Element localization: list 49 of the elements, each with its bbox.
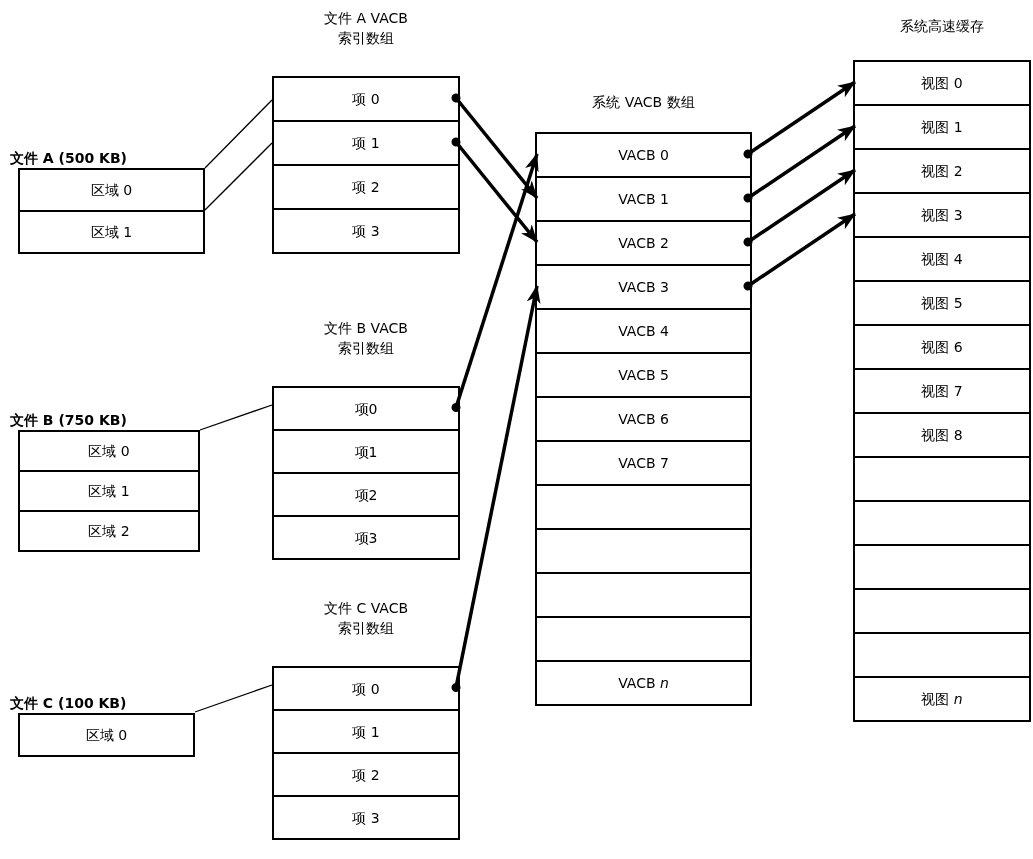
table-row: VACB 1 bbox=[537, 176, 750, 220]
arrow bbox=[743, 124, 856, 203]
table-row: 区域 1 bbox=[20, 470, 198, 510]
table-row: 项3 bbox=[274, 515, 458, 558]
table-heading: 系统 VACB 数组 bbox=[591, 93, 696, 112]
table-row: VACB 2 bbox=[537, 220, 750, 264]
table-row: VACB 4 bbox=[537, 308, 750, 352]
table-heading: 文件 A VACB 索引数组 bbox=[323, 9, 409, 48]
table-row: 区域 2 bbox=[20, 510, 198, 550]
table-heading: 文件 C (100 KB) bbox=[10, 694, 128, 713]
table-row: 视图 7 bbox=[855, 368, 1029, 412]
arrow bbox=[743, 212, 856, 291]
table-row: 视图 n bbox=[855, 676, 1029, 720]
connector-line bbox=[204, 142, 273, 211]
table-row: 项1 bbox=[274, 429, 458, 472]
table-row: 项 2 bbox=[274, 164, 458, 208]
arrow bbox=[451, 285, 541, 692]
table-row: VACB 7 bbox=[537, 440, 750, 484]
table-heading: 文件 B (750 KB) bbox=[10, 411, 128, 430]
connector-line bbox=[199, 404, 273, 431]
table-row: 视图 4 bbox=[855, 236, 1029, 280]
table-row: 项 2 bbox=[274, 752, 458, 795]
table-row: 区域 1 bbox=[20, 210, 203, 252]
table-row: 视图 3 bbox=[855, 192, 1029, 236]
table-row: VACB n bbox=[537, 660, 750, 704]
arrow bbox=[743, 168, 856, 247]
table-row: 视图 1 bbox=[855, 104, 1029, 148]
connector-line bbox=[204, 99, 273, 169]
table-row: 项 1 bbox=[274, 709, 458, 752]
table-row: 视图 6 bbox=[855, 324, 1029, 368]
arrow bbox=[451, 153, 539, 412]
table-heading: 文件 A (500 KB) bbox=[10, 149, 128, 168]
table-heading: 文件 C VACB 索引数组 bbox=[322, 599, 410, 638]
table-row: 项 3 bbox=[274, 795, 458, 838]
table-row: 项 1 bbox=[274, 120, 458, 164]
table-heading: 系统高速缓存 bbox=[899, 17, 985, 36]
table-row: 视图 2 bbox=[855, 148, 1029, 192]
table-row: VACB 3 bbox=[537, 264, 750, 308]
table-row: VACB 5 bbox=[537, 352, 750, 396]
table-heading: 文件 B VACB 索引数组 bbox=[323, 319, 409, 358]
arrow bbox=[743, 80, 856, 159]
table-row: VACB 6 bbox=[537, 396, 750, 440]
table-row: 视图 8 bbox=[855, 412, 1029, 456]
connector-line bbox=[194, 684, 273, 713]
table-row: 视图 5 bbox=[855, 280, 1029, 324]
table-row: 项 3 bbox=[274, 208, 458, 252]
arrow bbox=[451, 137, 539, 244]
table-row: 项2 bbox=[274, 472, 458, 515]
arrow bbox=[451, 93, 539, 200]
